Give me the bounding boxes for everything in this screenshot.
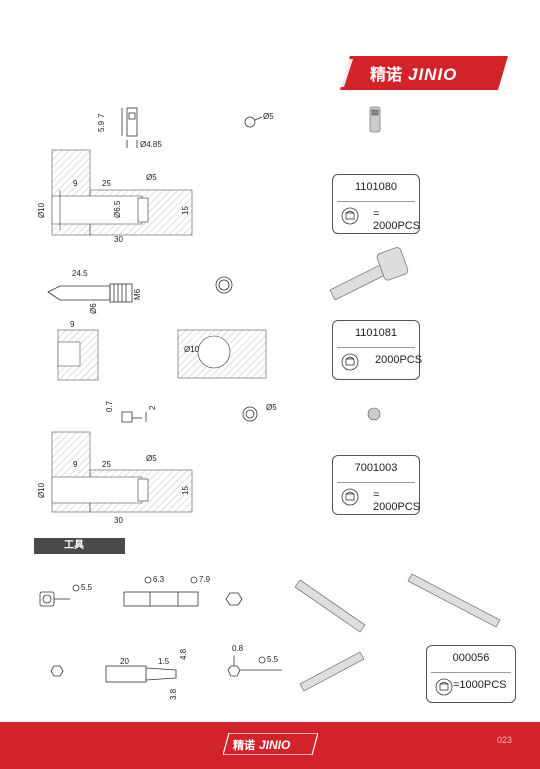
product-card-1: 1101080 = 2000PCS — [332, 174, 420, 234]
brand-cn: 精诺 — [370, 65, 402, 84]
product-qty: = 2000PCS — [373, 489, 421, 513]
dim-label: 25 — [102, 460, 111, 469]
dim-label: 6.3 — [153, 575, 165, 584]
washer-drawing — [215, 276, 233, 294]
dim-label: Ø5 — [146, 173, 157, 182]
bolt-photo — [329, 247, 409, 301]
dim-label: 0.7 — [105, 400, 114, 412]
package-icon — [341, 353, 359, 371]
product-qty: =1000PCS — [453, 679, 507, 691]
dim-label: Ø10 — [184, 345, 200, 354]
product-code: 1101080 — [354, 181, 397, 193]
tool-drawing-4 — [227, 656, 282, 677]
product-code: 1101081 — [354, 327, 397, 339]
brand-logo-footer: 精诺 JINIO — [223, 733, 318, 755]
brand-cn-footer: 精诺 — [233, 738, 255, 752]
part-drawing-2 — [121, 411, 147, 423]
brand-logo-top: 精诺 JINIO — [340, 56, 508, 90]
dim-label: 7.9 — [199, 575, 211, 584]
tool-drawing-2 — [123, 576, 199, 607]
dim-label: 30 — [114, 516, 123, 525]
dim-label: 9 — [73, 179, 78, 188]
brand-en: JINIO — [408, 65, 457, 84]
dim-label: Ø4.85 — [140, 140, 162, 149]
dim-label: 4.8 — [179, 648, 188, 660]
package-icon — [435, 678, 453, 696]
tool-nut — [225, 592, 243, 606]
dim-label: 5.5 — [81, 583, 93, 592]
dim-label: Ø10 — [37, 482, 46, 498]
dim-label: Ø5 — [263, 112, 274, 121]
dim-label: 7 — [97, 113, 106, 118]
dim-label: Ø6 — [89, 303, 98, 314]
dim-label: Ø5 — [266, 403, 277, 412]
dim-label: M6 — [133, 288, 142, 300]
part-drawing-1 — [121, 107, 138, 148]
tool-nut-2 — [50, 665, 64, 677]
part-photo-1 — [369, 106, 381, 133]
product-card-2: 1101081 2000PCS — [332, 320, 423, 380]
assembly-drawing-2 — [51, 431, 193, 513]
product-card-4: 000056 =1000PCS — [426, 645, 516, 703]
page-number: 023 — [497, 735, 513, 745]
tool-photo-2 — [407, 573, 501, 628]
dim-label: 1.5 — [158, 657, 170, 666]
dim-label: 5.9 — [97, 120, 106, 132]
dim-label: 9 — [70, 320, 75, 329]
product-card-3: 7001003 = 2000PCS — [332, 455, 420, 515]
dim-label: 9 — [73, 460, 78, 469]
dim-label: 15 — [181, 206, 190, 215]
part-hole-1 — [244, 116, 263, 128]
dim-label: 30 — [114, 235, 123, 244]
dim-label: 2 — [148, 405, 157, 410]
tool-drawing-1 — [39, 584, 80, 607]
dim-label: 24.5 — [72, 269, 88, 278]
dim-label: 0.8 — [232, 644, 244, 653]
dim-label: 5.5 — [267, 655, 279, 664]
product-code: 7001003 — [354, 462, 398, 474]
part-hole-2 — [242, 406, 258, 422]
dim-label: 25 — [102, 179, 111, 188]
product-code: 000056 — [452, 652, 490, 664]
package-icon — [341, 488, 359, 506]
tool-photo-1 — [294, 579, 366, 633]
dim-label: 3.8 — [169, 688, 178, 700]
dim-label: Ø5 — [146, 454, 157, 463]
product-qty: 2000PCS — [375, 354, 423, 366]
section-view-2 — [177, 329, 267, 379]
dim-label: Ø10 — [37, 202, 46, 218]
section-header-tools: 工具 — [34, 538, 125, 554]
section-view-1 — [57, 329, 99, 381]
tool-photo-3 — [299, 651, 365, 692]
dim-label: Ø6.5 — [113, 200, 122, 218]
assembly-drawing-1 — [51, 149, 193, 236]
tool-drawing-3 — [105, 665, 177, 683]
product-qty: = 2000PCS — [373, 208, 421, 232]
dim-label: 15 — [181, 486, 190, 495]
package-icon — [341, 207, 359, 225]
dim-label: 20 — [120, 657, 129, 666]
part-photo-2 — [367, 407, 381, 421]
brand-en-footer: JINIO — [259, 738, 291, 752]
technical-drawings: 7 5.9 Ø4.85 Ø5 9 25 Ø5 Ø6.5 Ø10 15 30 24… — [37, 106, 501, 700]
bolt-drawing — [47, 283, 133, 303]
